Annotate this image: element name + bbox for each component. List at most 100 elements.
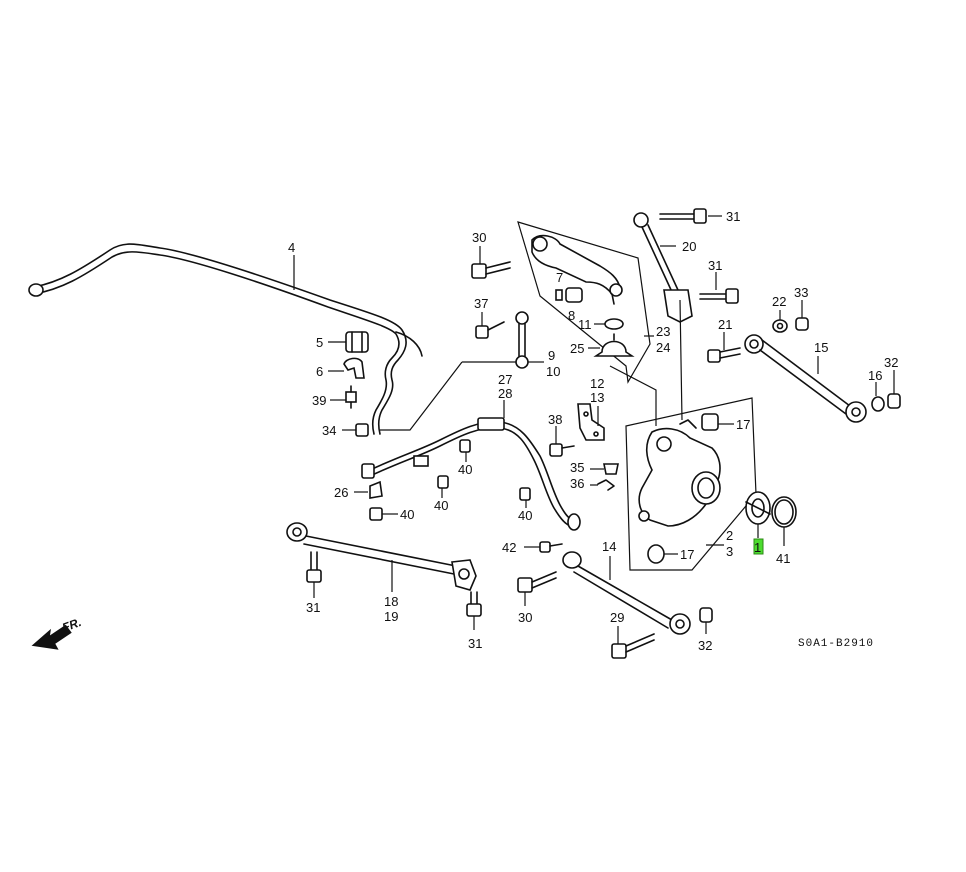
callout-12[interactable]: 12 (590, 376, 604, 391)
callout-32-bottom[interactable]: 32 (698, 638, 712, 653)
callout-16[interactable]: 16 (868, 368, 882, 383)
callout-32-right[interactable]: 32 (884, 355, 898, 370)
callout-11[interactable]: 11 (578, 317, 592, 332)
diagram-code: S0A1-B2910 (798, 638, 874, 650)
bolt-37[interactable] (475, 321, 505, 339)
callout-15[interactable]: 15 (814, 340, 828, 355)
callout-17-upper[interactable]: 17 (736, 417, 750, 432)
snap-ring[interactable] (771, 496, 797, 528)
upper-arm[interactable] (531, 234, 623, 305)
front-direction-arrow: FR. (31, 615, 83, 650)
callout-21[interactable]: 21 (718, 317, 732, 332)
stabilizer-nut[interactable] (355, 423, 369, 437)
abs-sensor-harness[interactable] (361, 417, 581, 531)
trailing-arm[interactable] (286, 522, 477, 591)
stabilizer-link[interactable] (515, 311, 529, 369)
callout-41[interactable]: 41 (776, 551, 790, 566)
upper-arm-pin[interactable] (555, 289, 563, 301)
flange-bolt-31-top[interactable] (659, 208, 707, 224)
boot[interactable] (604, 318, 624, 330)
callout-38[interactable]: 38 (548, 412, 562, 427)
flange-bolt-29[interactable] (611, 633, 655, 659)
callout-13[interactable]: 13 (590, 390, 604, 405)
callout-28[interactable]: 28 (498, 386, 512, 401)
callout-26[interactable]: 26 (334, 485, 348, 500)
clip-26[interactable] (369, 480, 383, 499)
callout-29[interactable]: 29 (610, 610, 624, 625)
callout-40-c[interactable]: 40 (518, 508, 532, 523)
lower-arm-15[interactable] (744, 334, 867, 423)
callout-31-bottom[interactable]: 31 (468, 636, 482, 651)
nut-32-right[interactable] (887, 393, 901, 409)
callout-1[interactable]: 1 (754, 540, 761, 555)
flange-bolt-31-left[interactable] (306, 551, 322, 583)
knuckle[interactable] (638, 419, 721, 527)
callout-20[interactable]: 20 (682, 239, 696, 254)
clip-40-d[interactable] (369, 507, 383, 521)
callout-31-left[interactable]: 31 (306, 600, 320, 615)
callout-5[interactable]: 5 (316, 335, 323, 350)
callout-35[interactable]: 35 (570, 460, 584, 475)
clip-40-b[interactable] (437, 475, 449, 489)
callout-24[interactable]: 24 (656, 340, 670, 355)
callout-37[interactable]: 37 (474, 296, 488, 311)
callout-18[interactable]: 18 (384, 594, 398, 609)
callout-27[interactable]: 27 (498, 372, 512, 387)
nut-35[interactable] (603, 463, 619, 475)
nut-32-bottom[interactable] (699, 607, 713, 623)
stabilizer-bar[interactable] (28, 243, 423, 435)
callout-3[interactable]: 3 (726, 544, 733, 559)
flange-bolt-30-lower[interactable] (517, 571, 557, 593)
callout-36[interactable]: 36 (570, 476, 584, 491)
sensor-bracket[interactable] (577, 403, 605, 441)
bolt-42[interactable] (539, 541, 563, 553)
front-label: FR. (60, 615, 83, 635)
flange-bolt-31-bottom[interactable] (466, 591, 482, 617)
flange-bolt-30-upper[interactable] (471, 261, 511, 279)
hub-bearing[interactable] (745, 491, 771, 525)
bushing-17-lower[interactable] (647, 544, 665, 564)
callout-40-a[interactable]: 40 (458, 462, 472, 477)
washer-22[interactable] (772, 319, 788, 333)
cap[interactable] (593, 333, 635, 357)
callout-33[interactable]: 33 (794, 285, 808, 300)
clip-36[interactable] (597, 479, 615, 491)
control-arm-20[interactable] (633, 212, 693, 323)
nut-33[interactable] (795, 317, 809, 331)
callout-30-lower[interactable]: 30 (518, 610, 532, 625)
callout-23[interactable]: 23 (656, 324, 670, 339)
callout-2[interactable]: 2 (726, 528, 733, 543)
stabilizer-bushing[interactable] (345, 331, 369, 353)
bracket-bolt[interactable] (345, 385, 357, 409)
callout-40-b[interactable]: 40 (434, 498, 448, 513)
bushing-17-upper[interactable] (701, 413, 719, 431)
callout-1-highlight (753, 538, 764, 555)
callout-19[interactable]: 19 (384, 609, 398, 624)
callout-17-lower[interactable]: 17 (680, 547, 694, 562)
callout-31-mid[interactable]: 31 (708, 258, 722, 273)
callout-25[interactable]: 25 (570, 341, 584, 356)
washer-16[interactable] (871, 396, 885, 412)
callout-7[interactable]: 7 (556, 270, 563, 285)
callout-40-d[interactable]: 40 (400, 507, 414, 522)
callout-42[interactable]: 42 (502, 540, 516, 555)
lower-arm-14[interactable] (562, 551, 691, 635)
callout-4[interactable]: 4 (288, 240, 295, 255)
callout-31-top[interactable]: 31 (726, 209, 740, 224)
callout-9[interactable]: 9 (548, 348, 555, 363)
callout-34[interactable]: 34 (322, 423, 336, 438)
callout-14[interactable]: 14 (602, 539, 616, 554)
clip-40-c[interactable] (519, 487, 531, 501)
clip-40-a[interactable] (459, 439, 471, 453)
upper-arm-bushing[interactable] (565, 287, 583, 303)
bolt-21[interactable] (707, 347, 741, 363)
callout-10[interactable]: 10 (546, 364, 560, 379)
callout-22[interactable]: 22 (772, 294, 786, 309)
flange-bolt-31-mid[interactable] (699, 288, 739, 304)
callout-6[interactable]: 6 (316, 364, 323, 379)
bolt-38[interactable] (549, 443, 575, 457)
callout-30-upper[interactable]: 30 (472, 230, 486, 245)
callout-39[interactable]: 39 (312, 393, 326, 408)
callout-8[interactable]: 8 (568, 308, 575, 323)
stabilizer-bracket[interactable] (343, 357, 365, 379)
